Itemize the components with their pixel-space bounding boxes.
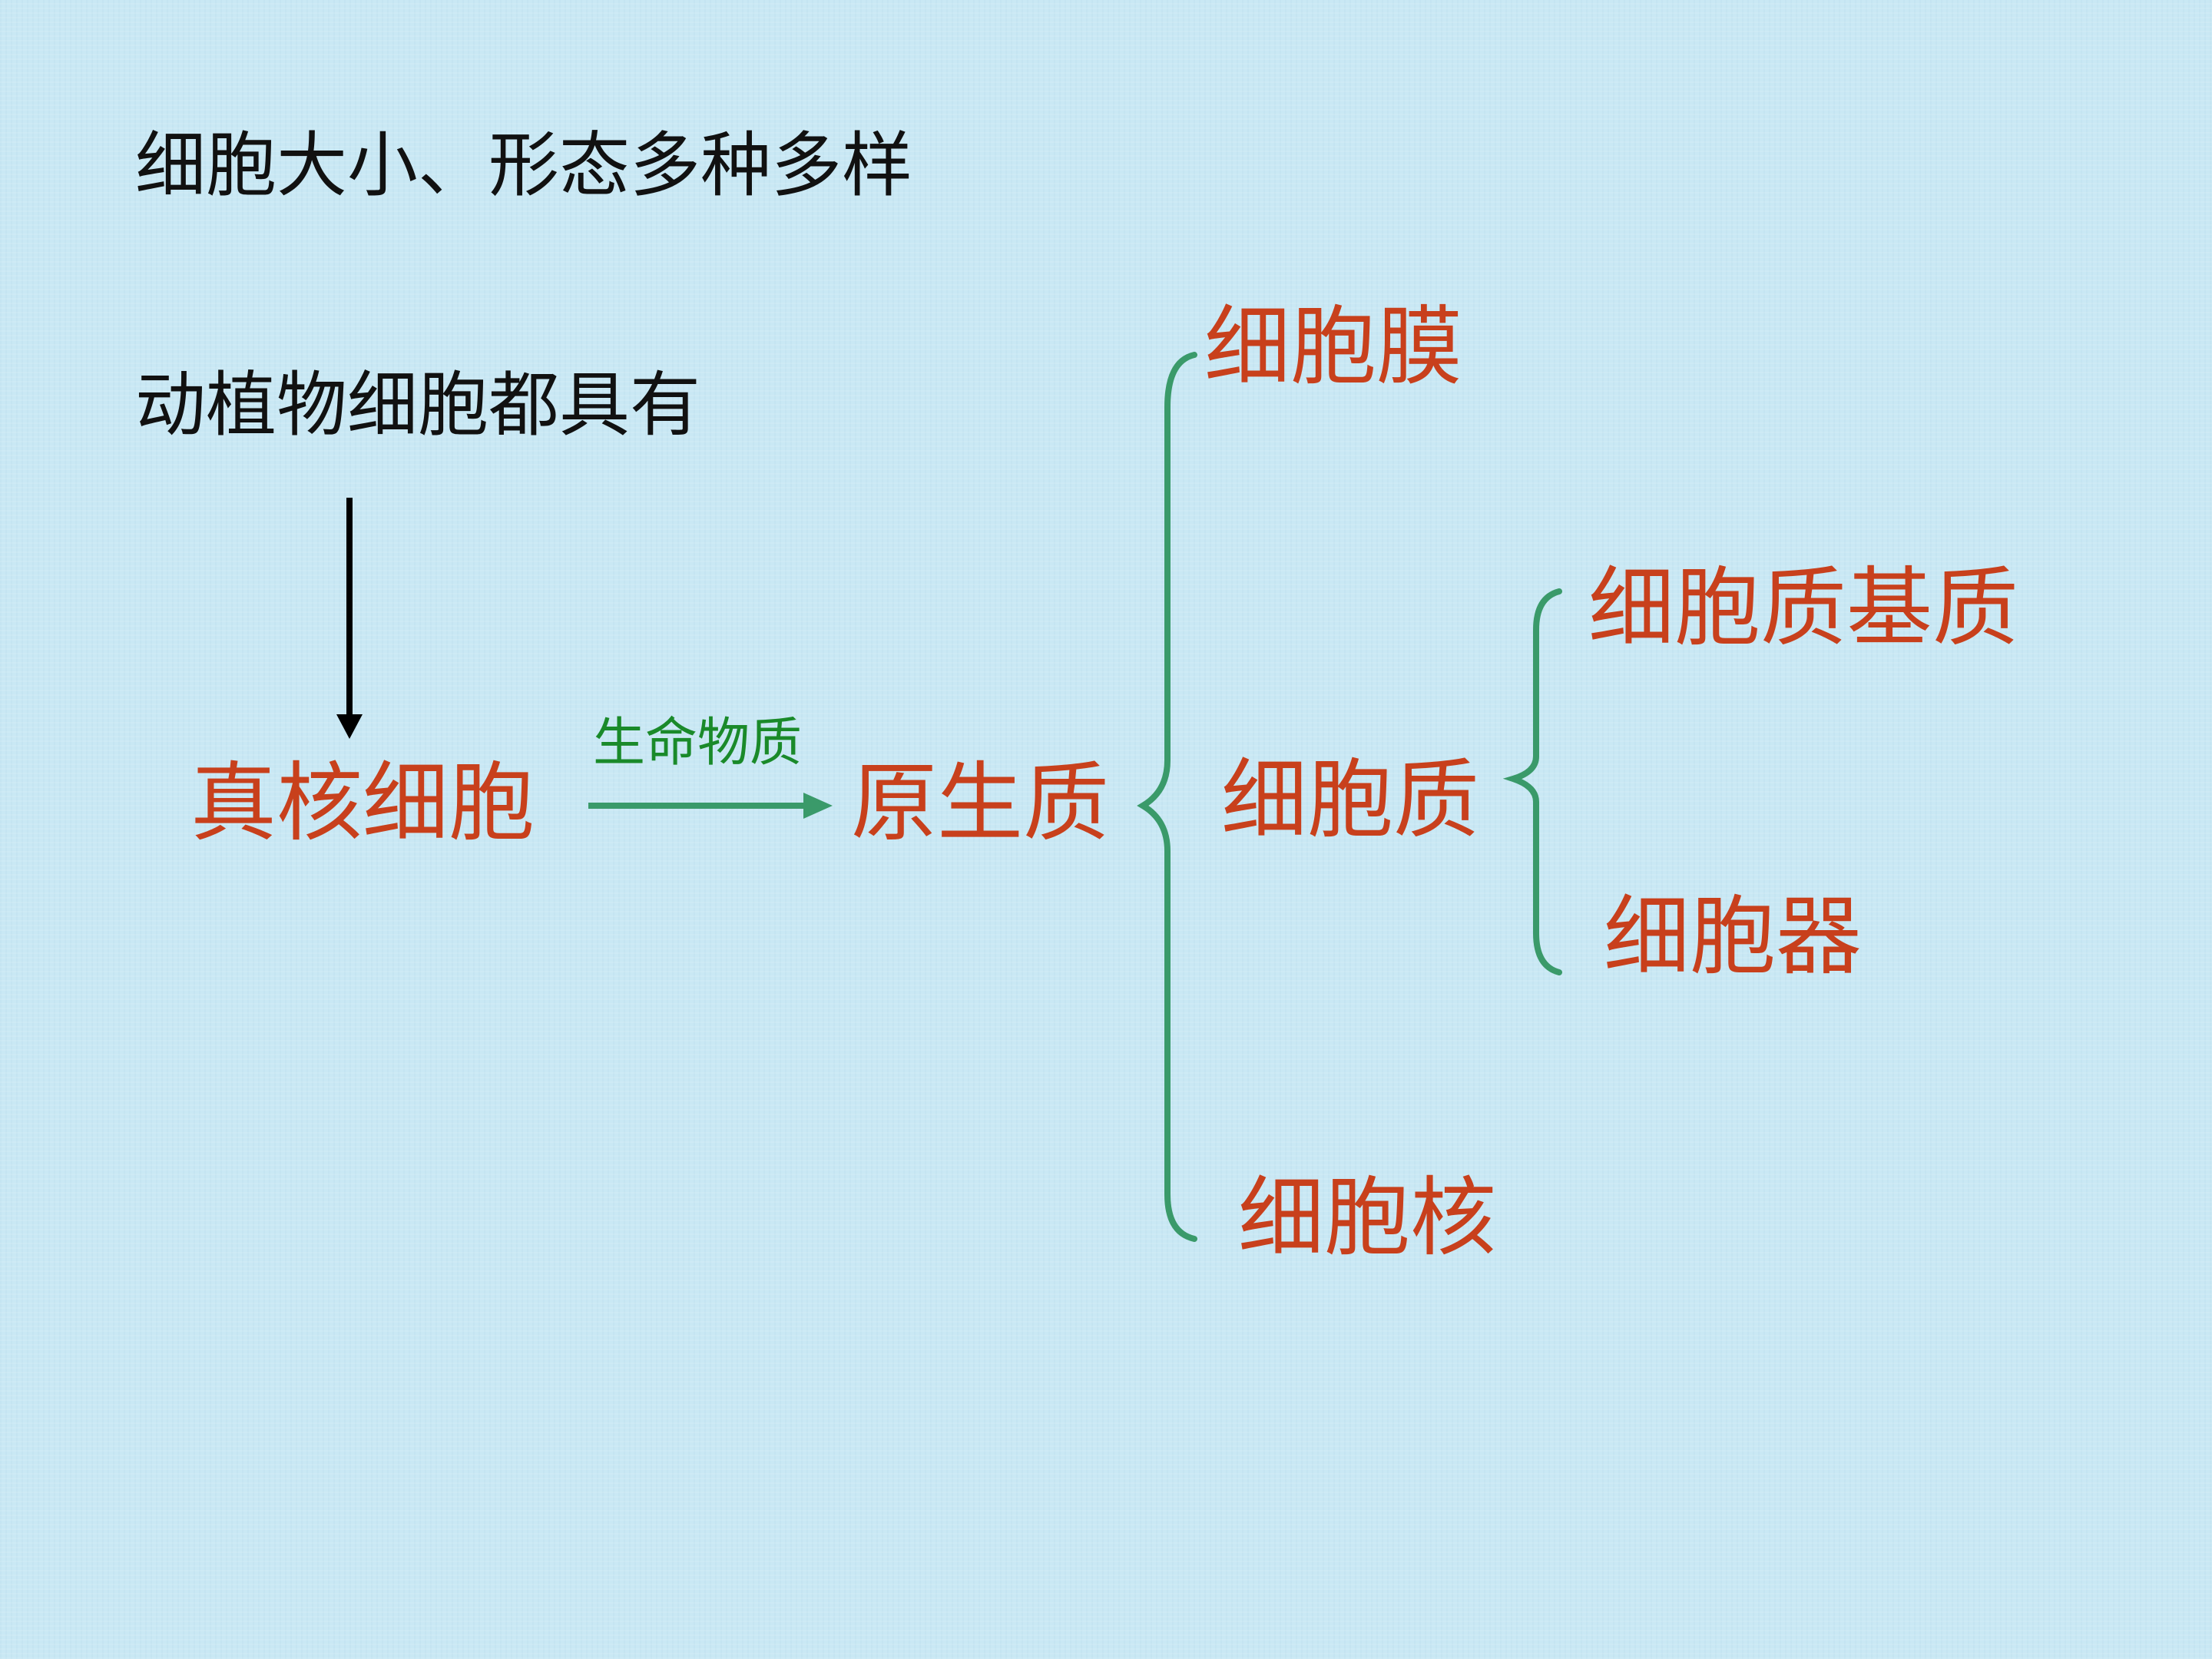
node-cytoplasmic-matrix: 细胞质基质 — [1588, 558, 2018, 658]
heading-line-2: 动植物细胞都具有 — [135, 364, 701, 446]
node-organelles: 细胞器 — [1604, 887, 1862, 987]
large-brace — [1137, 352, 1197, 1242]
right-arrow — [588, 793, 833, 819]
small-brace — [1502, 588, 1562, 975]
down-arrow — [336, 498, 363, 739]
node-cytoplasm: 细胞质 — [1221, 750, 1479, 850]
node-protoplasm: 原生质 — [851, 753, 1109, 853]
arrow-label: 生命物质 — [593, 713, 803, 773]
heading-line-1: 细胞大小、形态多种多样 — [135, 124, 913, 207]
node-nucleus: 细胞核 — [1238, 1168, 1496, 1268]
node-eukaryotic-cell: 真核细胞 — [190, 753, 535, 853]
node-cell-membrane: 细胞膜 — [1204, 297, 1462, 397]
